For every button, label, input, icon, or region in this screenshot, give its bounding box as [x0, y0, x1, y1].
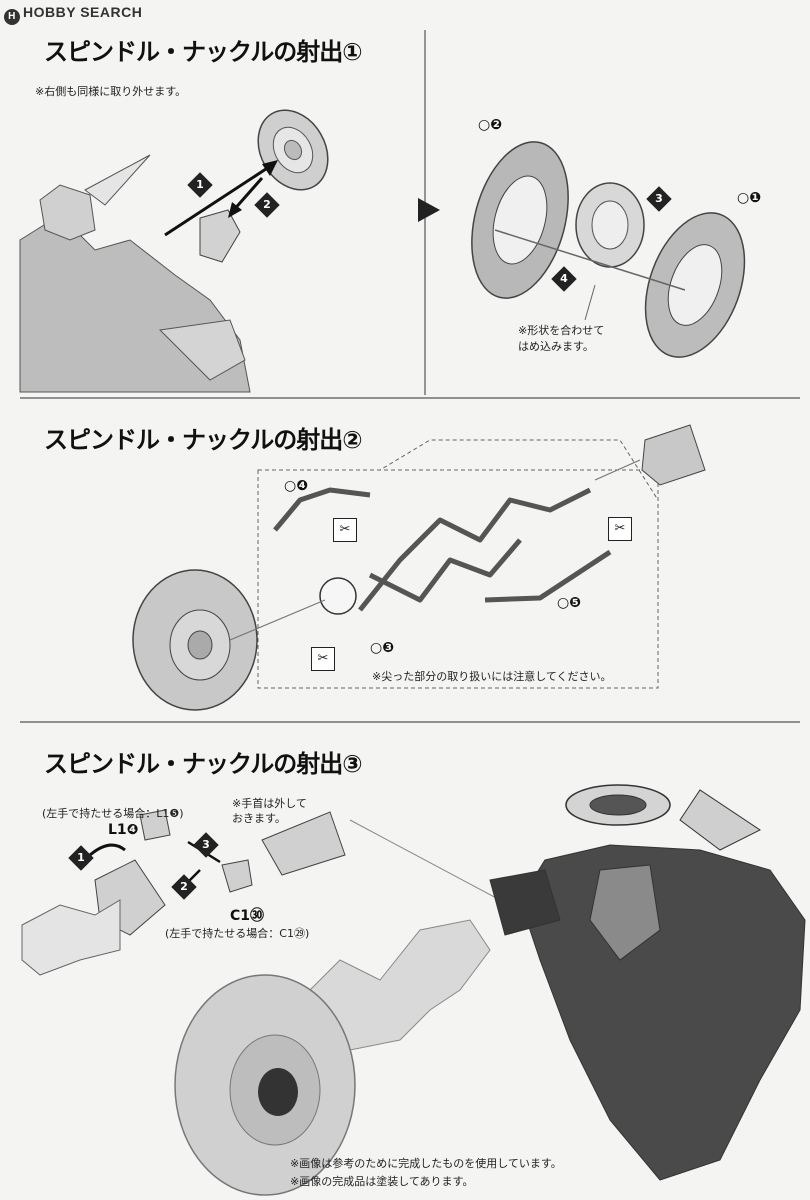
energy-effect-small — [21, 899, 121, 976]
part-label-c1: C1㉚ — [230, 908, 265, 924]
step-number: 2 — [180, 880, 188, 893]
fit-note: ※形状を合わせて はめ込みます。 — [518, 324, 605, 353]
arrow-1 — [164, 163, 273, 237]
caution-note: ※尖った部分の取り扱いには注意してください。 — [372, 670, 612, 683]
left-hand-note-2: (左手で持たせる場合：C1㉙) — [165, 927, 310, 940]
step-number: 4 — [560, 272, 568, 285]
footnote-1: ※画像は参考のために完成したものを使用しています。 — [290, 1157, 562, 1170]
step-number: 2 — [263, 198, 271, 211]
hand-part — [641, 424, 706, 486]
part-label-l1: L1❹ — [108, 822, 139, 838]
spindle-disc-1 — [257, 109, 329, 191]
disc-part-1 — [644, 212, 746, 358]
part-label-2: ○❷ — [478, 117, 503, 133]
section2-title: スピンドル・ナックルの射出② — [44, 426, 363, 454]
spindle-disc-2 — [132, 569, 258, 711]
section1-note: ※右側も同様に取り外せます。 — [35, 85, 187, 98]
spindle-disc-3 — [174, 974, 356, 1196]
finished-figure — [489, 784, 806, 1181]
wrist-note: ※手首は外して おきます。 — [232, 797, 307, 825]
logo-mark-icon: H — [4, 9, 20, 25]
runner-box — [257, 469, 659, 689]
detail-circle — [319, 577, 357, 615]
section3-title: スピンドル・ナックルの射出③ — [44, 750, 363, 778]
nipper-icon: ✂ — [608, 517, 632, 541]
nipper-icon: ✂ — [311, 647, 335, 671]
part-label-1: ○❶ — [737, 190, 762, 206]
runner-part — [273, 487, 612, 612]
step-number: 1 — [196, 178, 204, 191]
footnote-2: ※画像の完成品は塗装してあります。 — [290, 1175, 474, 1188]
logo-text: HOBBY SEARCH — [23, 4, 143, 20]
robot-figure-1 — [19, 154, 251, 393]
small-part-1 — [199, 209, 241, 263]
part-label-3: ○❸ — [370, 640, 395, 656]
section1-title: スピンドル・ナックルの射出① — [44, 38, 363, 66]
assembly-line-4 — [494, 229, 686, 291]
step-number: 3 — [655, 192, 663, 205]
nipper-icon: ✂ — [333, 518, 357, 542]
step-arrow — [418, 198, 440, 222]
step-number: 1 — [77, 851, 85, 864]
step-number: 3 — [202, 838, 210, 851]
part-label-4: ○❹ — [284, 478, 309, 494]
gear-disc — [575, 182, 645, 268]
left-hand-note-1: (左手で持たせる場合：L1❺) — [42, 807, 184, 820]
part-label-5: ○❺ — [557, 595, 582, 611]
